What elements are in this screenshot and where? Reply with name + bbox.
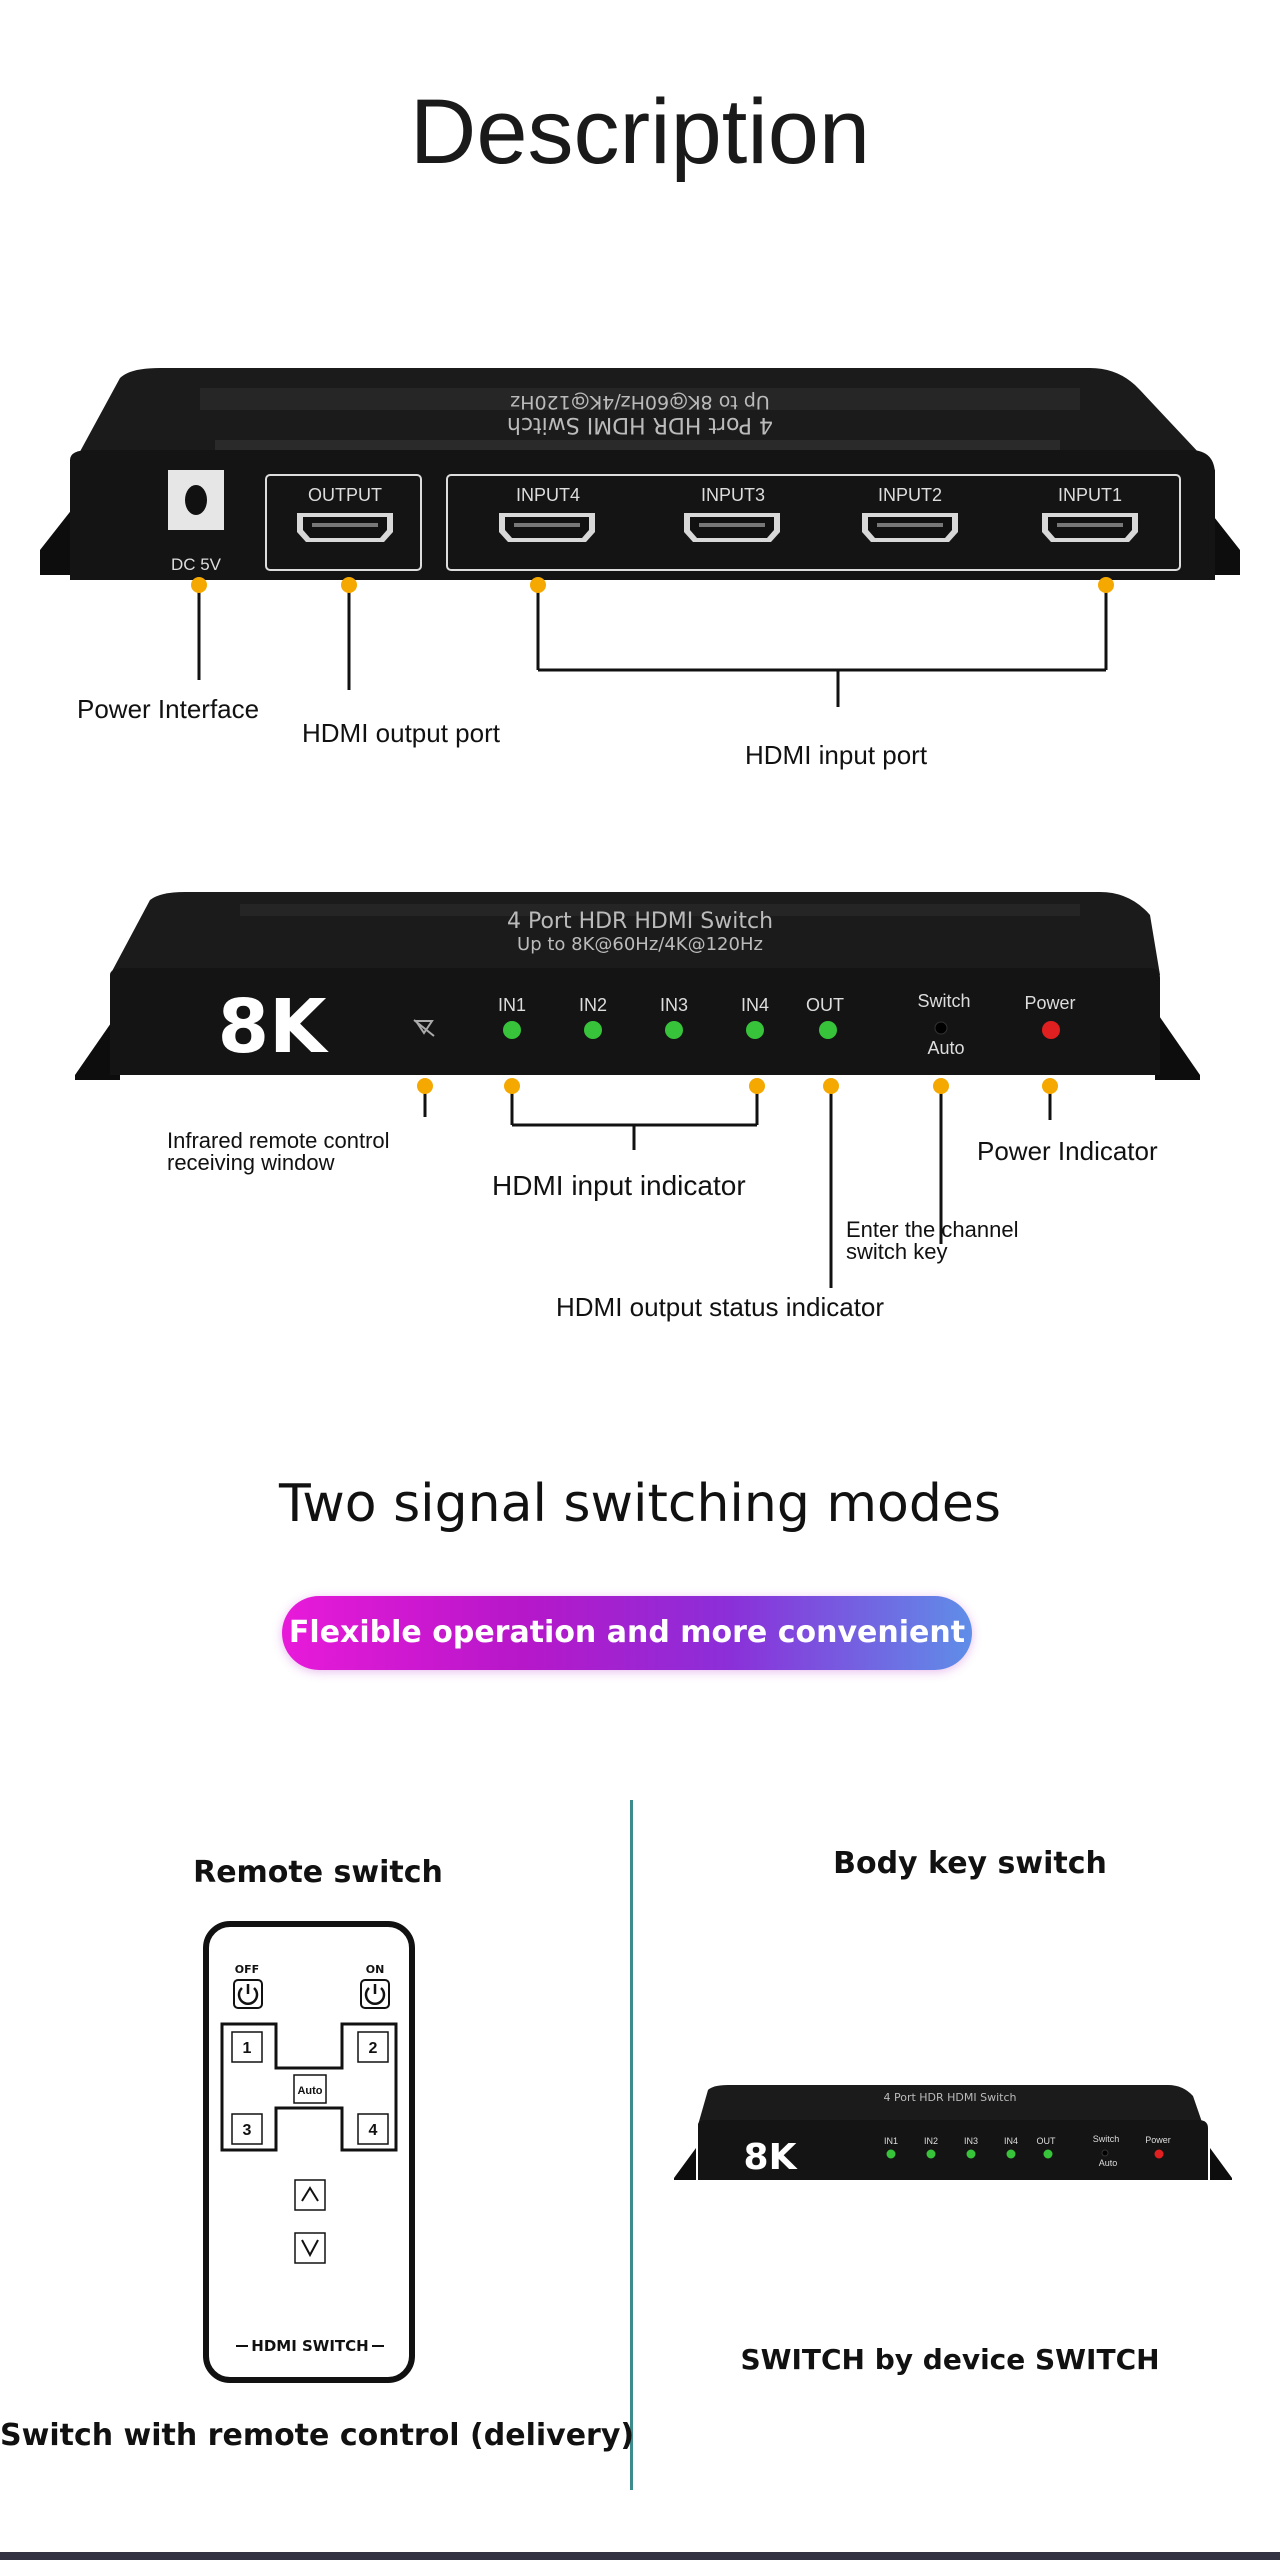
led-label-in2: IN2 xyxy=(579,995,607,1015)
column-divider xyxy=(630,1800,633,2490)
page-title: Description xyxy=(409,81,871,183)
auto-label: Auto xyxy=(927,1038,964,1058)
remote-up-key[interactable] xyxy=(294,2179,326,2211)
callout-channel-switch-key: Enter the channel switch key xyxy=(846,1219,1018,1263)
back-panel-device: 4 Port HDR HDMI Switch Up to 8K@60Hz/4K@… xyxy=(40,368,1240,707)
callout-hdmi-input-port: HDMI input port xyxy=(745,740,928,770)
callout-ir-window: Infrared remote control receiving window xyxy=(167,1130,390,1174)
remote-key-auto[interactable]: Auto xyxy=(297,2085,322,2097)
body-power-label: Power xyxy=(1145,2135,1171,2145)
switch-key-button[interactable] xyxy=(934,1021,948,1035)
callout-channel-line-2: switch key xyxy=(846,1239,948,1264)
callout-hdmi-output-port: HDMI output port xyxy=(302,718,500,748)
body-switch-label: Switch xyxy=(1093,2134,1120,2144)
switch-label: Switch xyxy=(917,991,970,1011)
body-8k-badge: 8K xyxy=(744,2137,798,2178)
front-top-text-1: 4 Port HDR HDMI Switch xyxy=(507,909,773,934)
input-label-3: INPUT3 xyxy=(701,485,765,505)
body-leds xyxy=(886,2149,1164,2159)
front-top-text-2: Up to 8K@60Hz/4K@120Hz xyxy=(517,934,763,955)
front-panel-device: 4 Port HDR HDMI Switch Up to 8K@60Hz/4K@… xyxy=(75,892,1200,1288)
led-label-in3: IN3 xyxy=(660,995,688,1015)
hdmi-input-ports: INPUT4 INPUT3 INPUT2 INPUT1 xyxy=(499,485,1138,542)
input-label-1: INPUT1 xyxy=(1058,485,1122,505)
remote-key-2[interactable]: 2 xyxy=(369,2040,378,2057)
input-label-4: INPUT4 xyxy=(516,485,580,505)
callout-channel-line-1: Enter the channel xyxy=(846,1217,1019,1242)
remote-off-power-icon xyxy=(233,1979,263,2009)
body-switch-key[interactable] xyxy=(1101,2149,1109,2157)
remote-on-power-icon xyxy=(360,1979,390,2009)
body-key-caption: SWITCH by device SWITCH xyxy=(740,2343,1160,2376)
remote-key-3[interactable]: 3 xyxy=(243,2122,252,2139)
back-top-text-2: Up to 8K@60Hz/4K@120Hz xyxy=(510,391,770,413)
back-callout-lines xyxy=(197,585,1108,707)
hdmi-output-port-icon xyxy=(297,513,393,542)
power-label: Power xyxy=(1024,993,1075,1013)
output-label: OUTPUT xyxy=(308,485,382,505)
remote-off-label: OFF xyxy=(235,1963,259,1976)
modes-heading: Two signal switching modes xyxy=(279,1474,1001,1534)
callout-power-indicator: Power Indicator xyxy=(977,1136,1158,1166)
bottom-bar xyxy=(0,2552,1280,2560)
callout-hdmi-output-status: HDMI output status indicator xyxy=(556,1292,885,1322)
feature-pill: Flexible operation and more convenient u… xyxy=(282,1596,972,1724)
remote-on-label: ON xyxy=(366,1963,385,1976)
callout-ir-line-2: receiving window xyxy=(167,1150,335,1175)
body-led-in1: IN1 xyxy=(884,2136,898,2146)
remote-control-image: OFF ON 1 2 3 4 Auto HDMI SWITCH xyxy=(203,1921,415,2383)
front-leds xyxy=(503,1021,1060,1039)
input-label-2: INPUT2 xyxy=(878,485,942,505)
body-top-text: 4 Port HDR HDMI Switch xyxy=(883,2091,1016,2104)
callout-hdmi-input-indicator: HDMI input indicator xyxy=(492,1170,746,1201)
remote-key-1[interactable]: 1 xyxy=(243,2040,252,2057)
body-led-in3: IN3 xyxy=(964,2136,978,2146)
dc-label: DC 5V xyxy=(171,555,222,574)
led-label-out: OUT xyxy=(806,995,844,1015)
remote-caption: Switch with remote control (delivery) xyxy=(0,2418,635,2453)
callout-ir-line-1: Infrared remote control xyxy=(167,1128,390,1153)
callout-power-interface: Power Interface xyxy=(77,694,260,724)
body-led-in2: IN2 xyxy=(924,2136,938,2146)
body-key-device-image: 4 Port HDR HDMI Switch 8K IN1 IN2 IN3 IN… xyxy=(674,2085,1232,2180)
remote-brand-label: HDMI SWITCH xyxy=(251,2337,368,2355)
ir-sensor-icon xyxy=(413,1019,435,1037)
remote-key-4[interactable]: 4 xyxy=(369,2122,378,2139)
body-led-out: OUT xyxy=(1037,2136,1057,2146)
back-top-text-1: 4 Port HDR HDMI Switch xyxy=(507,412,773,437)
remote-switch-heading: Remote switch xyxy=(193,1855,443,1890)
body-key-heading: Body key switch xyxy=(833,1846,1107,1881)
led-label-in4: IN4 xyxy=(741,995,769,1015)
body-led-in4: IN4 xyxy=(1004,2136,1018,2146)
body-auto-label: Auto xyxy=(1099,2158,1118,2168)
front-callout-lines xyxy=(423,1086,1052,1288)
back-callout-dots xyxy=(191,577,1114,593)
front-callout-dots xyxy=(417,1078,1058,1094)
front-8k-badge: 8K xyxy=(218,984,329,1070)
remote-down-key[interactable] xyxy=(294,2232,326,2264)
led-label-in1: IN1 xyxy=(498,995,526,1015)
